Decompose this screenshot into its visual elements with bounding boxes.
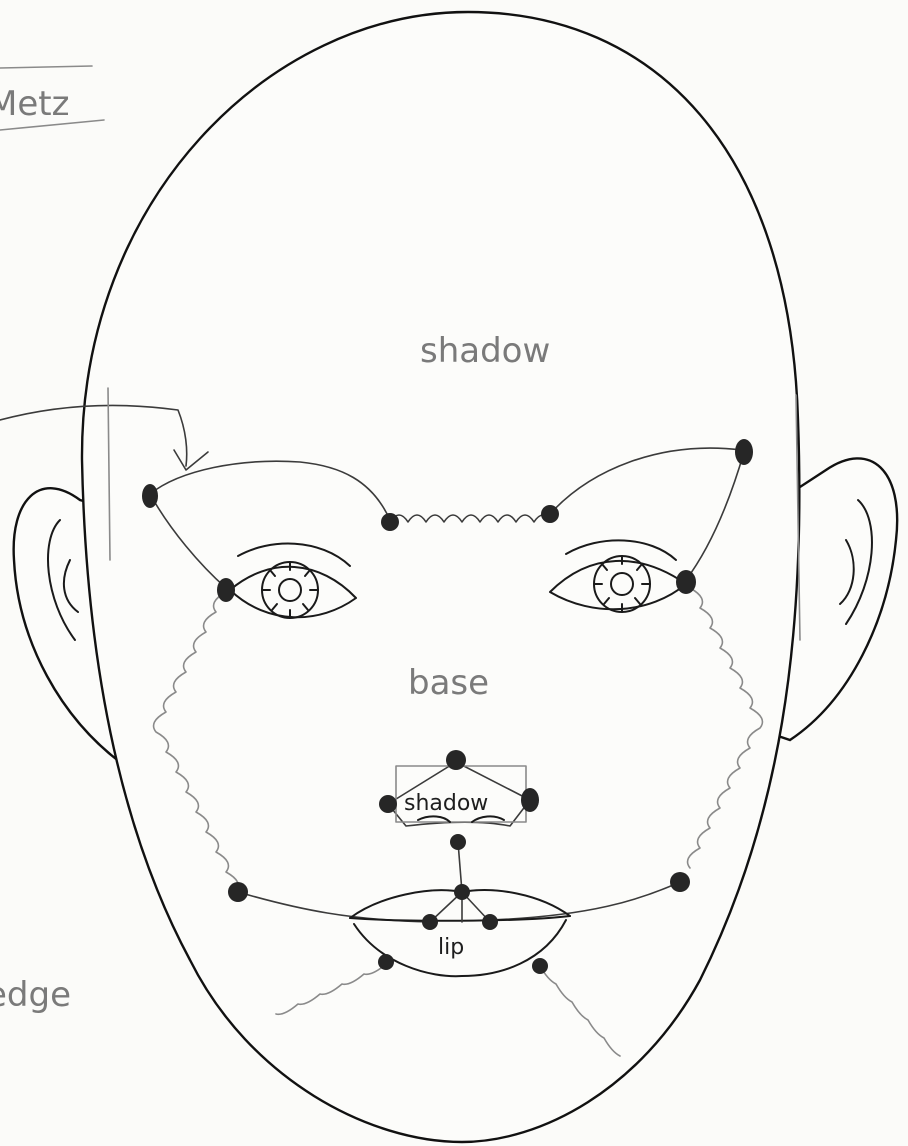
title-underline-2 [0,66,92,68]
marker-dot [532,958,548,974]
marker-dot [446,750,466,770]
marker-dot [670,872,690,892]
marker-dot [735,439,753,465]
forehead-label: shadow [420,331,550,371]
edge-label: edge [0,975,71,1015]
marker-dot [142,484,158,508]
center-label: base [408,663,489,703]
marker-dot [450,834,466,850]
marker-dot [422,914,438,930]
marker-dot [676,570,696,594]
marker-dot [521,788,539,812]
marker-dot [228,882,248,902]
title-label: Metz [0,84,69,124]
marker-dot [454,884,470,900]
marker-dot [541,505,559,523]
marker-dot [378,954,394,970]
marker-dot [381,513,399,531]
marker-dot [379,795,397,813]
mouth-label: lip [438,935,464,960]
marker-dot [217,578,235,602]
marker-dot [482,914,498,930]
nose-label: shadow [404,791,488,816]
